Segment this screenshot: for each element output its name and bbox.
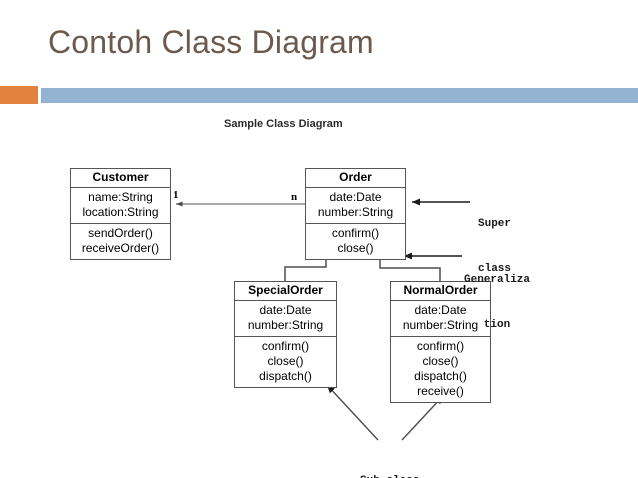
- uml-class-order[interactable]: Order date:Date number:String confirm() …: [305, 168, 406, 260]
- class-name: NormalOrder: [391, 282, 490, 301]
- annotation-arrow-sub-class-normalorder: [401, 395, 444, 441]
- method: close(): [267, 354, 304, 368]
- methods-compartment: confirm() close(): [306, 224, 405, 259]
- annotation-line: Sub class: [360, 474, 419, 478]
- attribute: name:String: [88, 190, 153, 204]
- methods-compartment: sendOrder() receiveOrder(): [71, 224, 170, 259]
- method: confirm(): [416, 339, 465, 353]
- diagram-caption: Sample Class Diagram: [224, 118, 343, 130]
- method: sendOrder(): [88, 226, 153, 240]
- multiplicity-label-customer-side: 1: [173, 189, 179, 201]
- uml-class-specialorder[interactable]: SpecialOrder date:Date number:String con…: [234, 281, 337, 388]
- attributes-compartment: date:Date number:String: [391, 301, 490, 337]
- annotation-line: tion: [483, 319, 511, 331]
- attributes-compartment: date:Date number:String: [306, 188, 405, 224]
- attribute: date:Date: [329, 190, 382, 204]
- generalization-line-specialorder: [284, 256, 327, 281]
- methods-compartment: confirm() close() dispatch() receive(): [391, 337, 490, 402]
- attribute: location:String: [82, 205, 159, 219]
- attribute: date:Date: [259, 303, 312, 317]
- accent-bar-blue: [41, 88, 638, 103]
- method: dispatch(): [259, 369, 312, 383]
- generalization-line-normalorder: [379, 256, 441, 281]
- class-name: Order: [306, 169, 405, 188]
- annotation-line: Generaliza: [464, 274, 531, 286]
- attribute: number:String: [247, 318, 324, 332]
- method: confirm(): [261, 339, 310, 353]
- attribute: date:Date: [414, 303, 467, 317]
- method: receiveOrder(): [81, 241, 160, 255]
- multiplicity-label-order-side: n: [291, 191, 298, 203]
- annotation-generalization: Generaliza tion: [464, 243, 530, 363]
- attribute: number:String: [402, 318, 479, 332]
- class-name: Customer: [71, 169, 170, 188]
- accent-bar-orange: [0, 86, 38, 104]
- attributes-compartment: date:Date number:String: [235, 301, 336, 337]
- method: dispatch(): [414, 369, 467, 383]
- uml-class-normalorder[interactable]: NormalOrder date:Date number:String conf…: [390, 281, 491, 403]
- attributes-compartment: name:String location:String: [71, 188, 170, 224]
- uml-class-customer[interactable]: Customer name:String location:String sen…: [70, 168, 171, 260]
- class-name: SpecialOrder: [235, 282, 336, 301]
- method: close(): [337, 241, 374, 255]
- method: receive(): [417, 384, 464, 398]
- methods-compartment: confirm() close() dispatch(): [235, 337, 336, 387]
- annotation-line: Super: [478, 218, 512, 230]
- annotation-arrow-sub-class-specialorder: [326, 384, 379, 441]
- annotation-sub-class: Sub class: [360, 444, 419, 478]
- method: close(): [422, 354, 459, 368]
- method: confirm(): [331, 226, 380, 240]
- attribute: number:String: [317, 205, 394, 219]
- page-title: Contoh Class Diagram: [48, 24, 374, 60]
- uml-class-diagram: Sample Class Diagram: [0, 104, 638, 478]
- annotation-line: class: [478, 263, 512, 275]
- annotation-super-class: Super class: [478, 187, 518, 307]
